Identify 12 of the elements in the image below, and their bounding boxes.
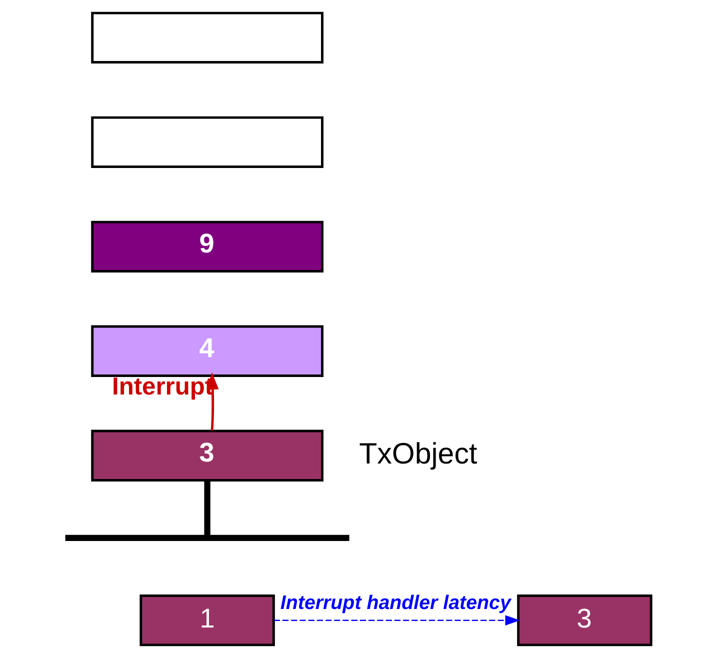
- node-bar: [64, 534, 349, 542]
- arrow: [273, 615, 520, 626]
- node-box: 4: [90, 325, 323, 377]
- node-box: 1: [139, 594, 274, 646]
- edge-label: Interrupt handler latency: [280, 592, 510, 614]
- node-box: 9: [90, 220, 323, 272]
- node-box: [90, 12, 323, 64]
- node-box: 3: [516, 594, 652, 646]
- connector: [204, 480, 210, 536]
- node-box: [90, 116, 323, 168]
- node-box: 3: [90, 430, 323, 482]
- node-label: TxObject: [358, 437, 477, 470]
